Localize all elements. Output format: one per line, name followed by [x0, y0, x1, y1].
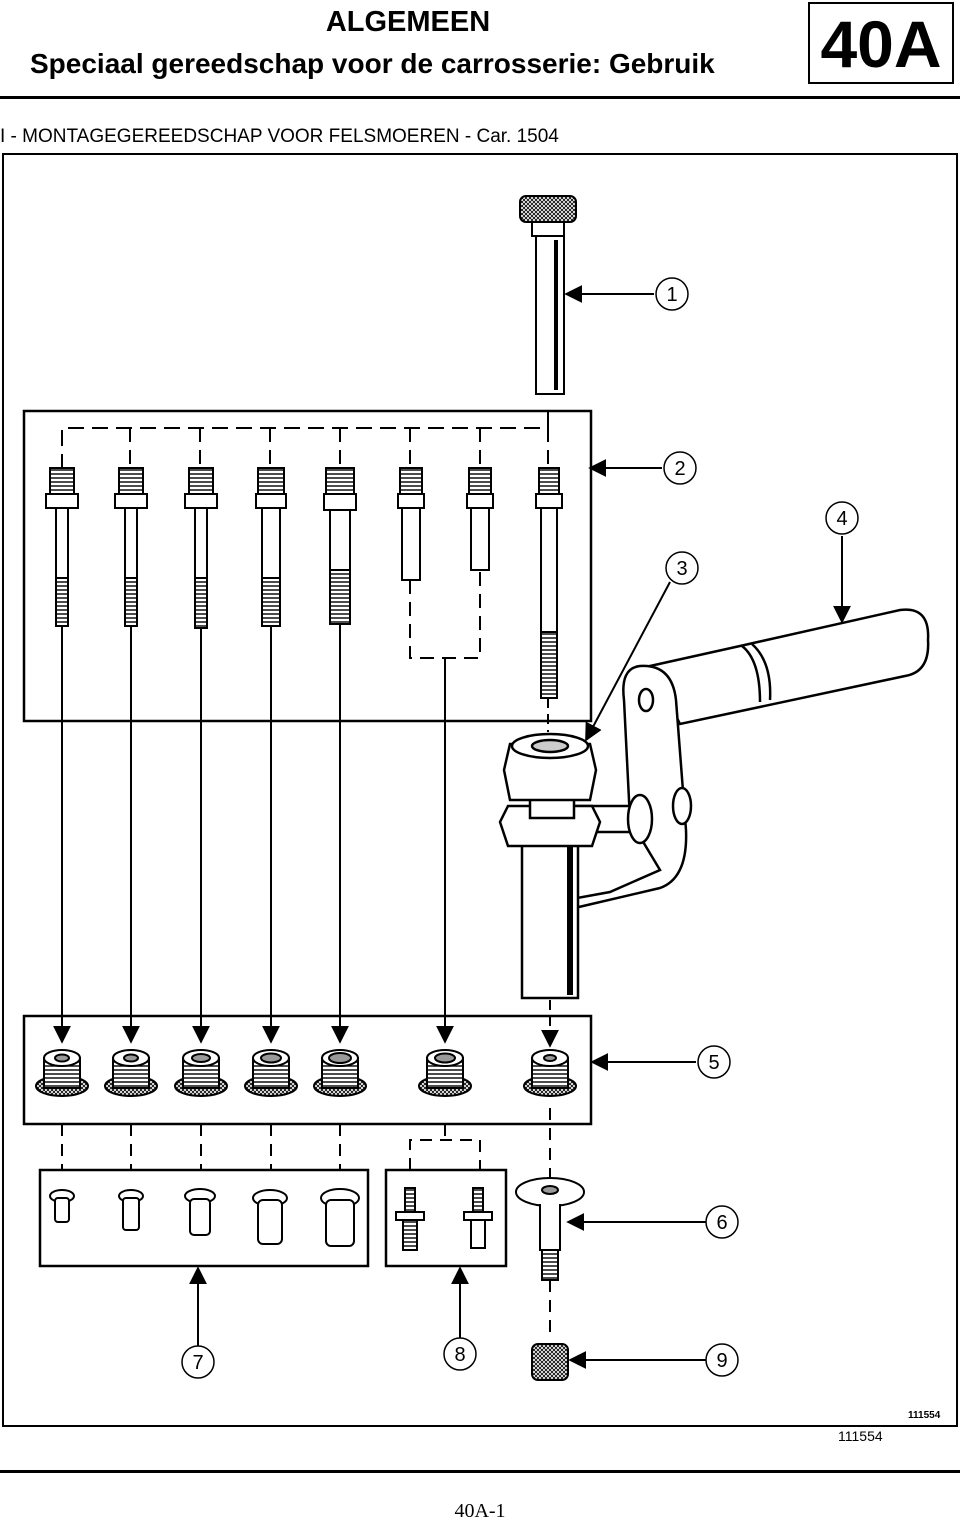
callout-9: 9 — [705, 1343, 739, 1377]
callout-2-label: 2 — [674, 458, 685, 480]
callout-7-label: 7 — [192, 1352, 203, 1374]
tool-body — [498, 608, 930, 1000]
stud-set — [395, 1187, 493, 1251]
header-rule — [0, 96, 960, 99]
callout-6-label: 6 — [716, 1212, 727, 1234]
callout-arrows — [189, 285, 851, 1369]
callout-7: 7 — [181, 1345, 215, 1379]
callout-5: 5 — [697, 1045, 731, 1079]
page-title: ALGEMEEN — [325, 6, 491, 38]
callout-9-label: 9 — [716, 1350, 727, 1372]
callout-4: 4 — [825, 501, 859, 535]
page-number: 40A-1 — [454, 1500, 506, 1522]
pull-rod-part — [519, 195, 577, 395]
callout-3: 3 — [665, 551, 699, 585]
callout-1: 1 — [655, 277, 689, 311]
figure-caption: 111554 — [838, 1428, 883, 1444]
callout-1-label: 1 — [666, 284, 677, 306]
nut-set — [35, 1049, 577, 1097]
drawing-ref: 111554 — [908, 1410, 941, 1421]
section-title: I - MONTAGEGEREEDSCHAP VOOR FELSMOEREN -… — [0, 126, 559, 147]
rivet-nut-set — [49, 1188, 360, 1247]
callout-2: 2 — [663, 451, 697, 485]
knurled-nut-part — [531, 1343, 569, 1381]
callout-8-label: 8 — [454, 1344, 465, 1366]
rivet-nut-box — [38, 1168, 370, 1268]
figure-frame — [2, 153, 958, 1427]
stud-box — [384, 1168, 508, 1268]
callout-4-label: 4 — [836, 508, 847, 530]
exploded-tool-figure: 1 2 3 4 5 6 7 8 9 111554 — [0, 152, 960, 1434]
page-subtitle: Speciaal gereedschap voor de carrosserie… — [30, 48, 715, 79]
bolt-set-box — [22, 409, 593, 723]
assembly-arrows — [53, 624, 454, 1044]
callout-labels: 1 2 3 4 5 6 7 8 9 — [181, 277, 859, 1379]
callout-6: 6 — [705, 1205, 739, 1239]
callout-3-label: 3 — [676, 558, 687, 580]
bolt-set — [45, 467, 563, 699]
footer-rule — [0, 1470, 960, 1473]
callout-5-label: 5 — [708, 1052, 719, 1074]
washer-spacer-part — [515, 1177, 585, 1281]
callout-8: 8 — [443, 1337, 477, 1371]
nut-set-box — [22, 1014, 593, 1126]
chapter-box: 40A — [808, 2, 954, 84]
